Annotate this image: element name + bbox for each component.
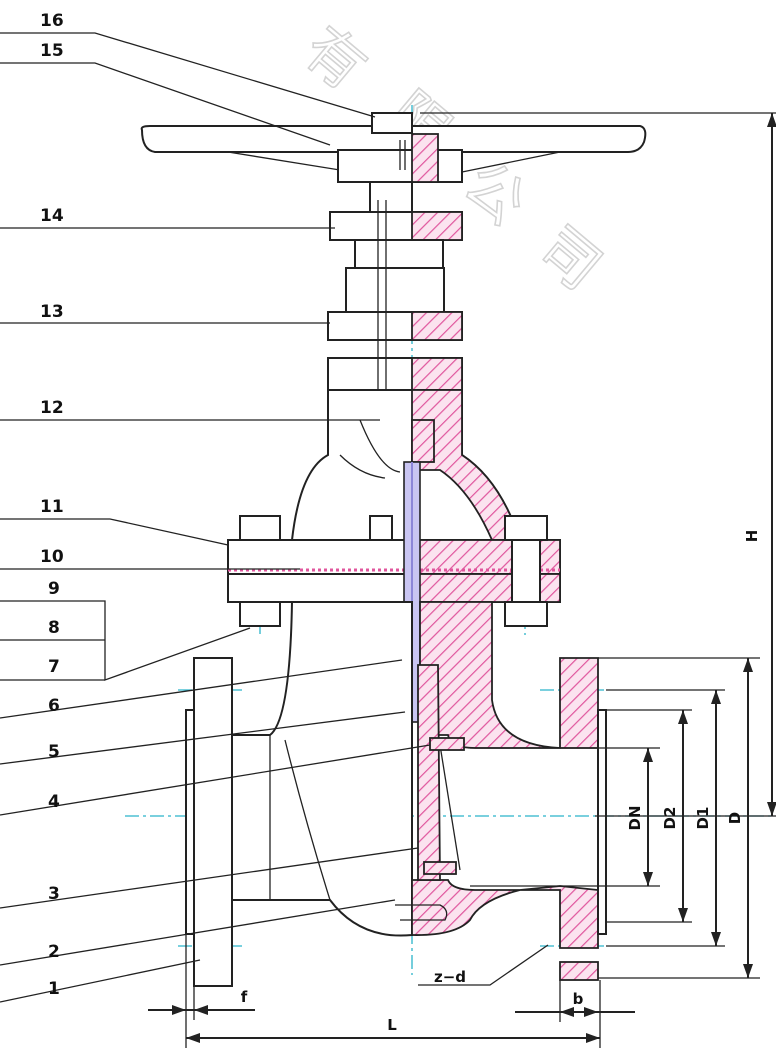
bonnet-flange (227, 539, 561, 603)
svg-text:司: 司 (526, 214, 614, 303)
bolts (239, 515, 548, 627)
part-label-9: 9 (48, 579, 60, 599)
part-label-7: 7 (48, 657, 60, 677)
part-label-8: 8 (48, 618, 60, 638)
dimension-arrows (172, 113, 776, 1043)
part-label-2: 2 (48, 942, 60, 962)
dim-label-l: L (387, 1016, 397, 1034)
leader-lines (0, 32, 549, 1003)
dim-label-dn: DN (626, 805, 644, 830)
part-label-5: 5 (48, 742, 60, 762)
part-number-labels: 16 15 14 13 12 11 10 9 8 7 6 5 4 3 2 1 (40, 11, 64, 999)
part-label-13: 13 (40, 302, 64, 322)
part-label-14: 14 (40, 206, 64, 226)
dim-label-h: H (743, 530, 761, 543)
part-label-12: 12 (40, 398, 64, 418)
valve-body (185, 601, 607, 987)
handwheel (140, 112, 647, 183)
part-label-16: 16 (40, 11, 64, 31)
part-label-1: 1 (48, 979, 60, 999)
dim-label-f: f (241, 988, 248, 1006)
part-label-11: 11 (40, 497, 64, 517)
part-label-6: 6 (48, 696, 60, 716)
part-label-15: 15 (40, 41, 64, 61)
part-label-4: 4 (48, 792, 60, 812)
dim-label-z-d: z−d (434, 968, 466, 986)
dim-label-b: b (573, 990, 584, 1008)
dim-label-d2: D2 (661, 807, 679, 830)
dim-label-d: D (726, 812, 744, 824)
svg-text:公: 公 (451, 149, 539, 238)
part-label-10: 10 (40, 547, 64, 567)
dim-label-d1: D1 (694, 807, 712, 830)
part-label-3: 3 (48, 884, 60, 904)
yoke-assembly (327, 181, 463, 420)
svg-text:有: 有 (291, 14, 379, 103)
dimension-labels: H D D1 D2 DN L f b z−d (241, 530, 761, 1034)
